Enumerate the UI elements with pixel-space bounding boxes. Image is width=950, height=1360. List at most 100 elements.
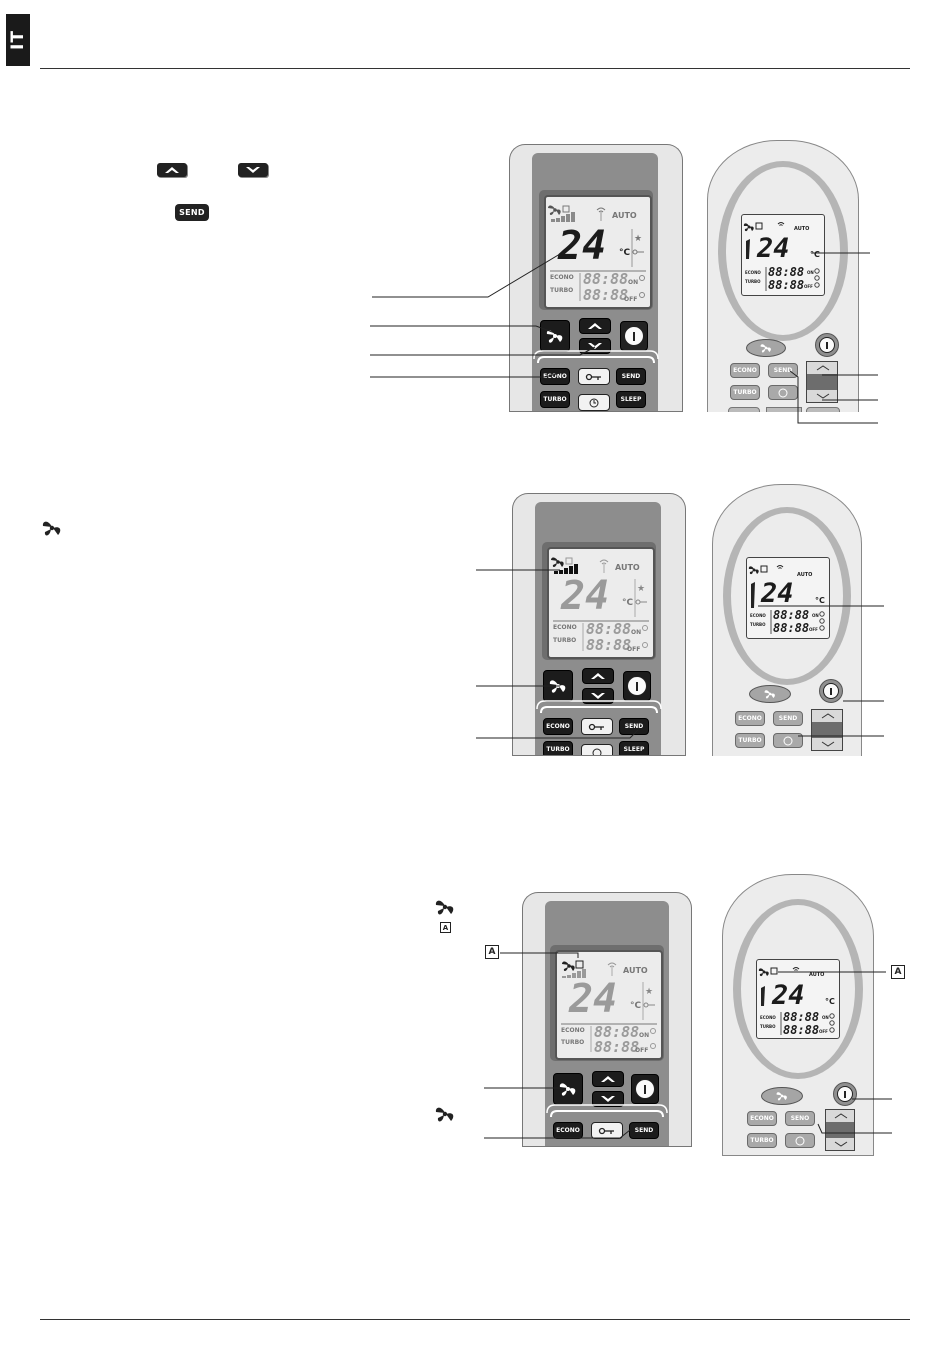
temp-up-button[interactable] xyxy=(592,1071,624,1087)
send-button[interactable]: SEND xyxy=(629,1122,659,1139)
remote-b-1: AUTO 24 °C ECONO TURBO 88:88 88:88 ON OF… xyxy=(707,140,859,412)
temp-up-button[interactable] xyxy=(582,668,614,684)
lcd-display: AUTO 24 °C ECONO TURBO 88:88 88:88 ON OF… xyxy=(756,959,840,1039)
arrow-up-icon xyxy=(816,365,830,371)
econo-button[interactable]: ECONO xyxy=(735,711,765,726)
temp-updown-rocker[interactable] xyxy=(806,361,838,403)
temp-down-button[interactable] xyxy=(582,688,614,704)
timer-clock-icon xyxy=(783,736,793,745)
timer-clock-icon xyxy=(592,748,602,756)
send-button[interactable]: SEND xyxy=(773,711,803,726)
fan-button[interactable] xyxy=(761,1087,803,1105)
timer-button[interactable] xyxy=(581,744,613,756)
sleep-button[interactable]: SLEEP xyxy=(619,741,649,756)
key-lock-icon xyxy=(598,1127,614,1134)
timer-button[interactable] xyxy=(768,385,798,400)
inline-down-key-icon xyxy=(238,163,268,177)
fan-button[interactable] xyxy=(553,1073,583,1105)
fan-icon xyxy=(559,1083,576,1096)
arrow-up-icon xyxy=(834,1113,848,1119)
key-lock-icon xyxy=(588,723,604,730)
fan-button[interactable] xyxy=(746,339,786,357)
fan-icon xyxy=(776,1092,787,1101)
timer-button[interactable] xyxy=(785,1133,815,1148)
turbo-button[interactable]: TURBO xyxy=(730,385,760,400)
header-rule xyxy=(40,68,910,69)
econo-button[interactable]: ECONO xyxy=(747,1111,777,1126)
power-button[interactable] xyxy=(631,1074,659,1104)
lock-button[interactable] xyxy=(578,368,610,385)
auto-fan-icon: A xyxy=(891,965,905,979)
turbo-button[interactable]: TURBO xyxy=(543,741,573,756)
econo-button[interactable]: ECONO xyxy=(543,718,573,735)
power-icon xyxy=(837,1086,853,1102)
language-code: IT xyxy=(7,30,28,50)
turbo-button[interactable]: TURBO xyxy=(735,733,765,748)
power-button[interactable] xyxy=(623,671,651,701)
temp-down-button[interactable] xyxy=(592,1091,624,1107)
power-icon xyxy=(635,1079,655,1099)
lcd-display: ★ AUTO 24 °C ECONO TURBO 88:88 88:88 ON … xyxy=(555,950,663,1060)
arrow-up-icon xyxy=(821,713,835,719)
arrow-down-icon xyxy=(834,1141,848,1147)
lcd-display: AUTO 24 °C ECONO TURBO 88:88 88:88 ON OF… xyxy=(741,214,825,296)
econo-button[interactable]: ECONO xyxy=(553,1122,583,1139)
econo-button[interactable]: ECONO xyxy=(540,368,570,385)
remote-b-2: AUTO 24 °C ECONO TURBO 88:88 88:88 ON OF… xyxy=(712,484,862,756)
power-icon xyxy=(627,676,647,696)
inline-up-key-icon xyxy=(157,163,187,177)
power-icon xyxy=(823,683,839,699)
arrow-up-icon xyxy=(601,1076,615,1082)
inline-send-key-icon: SEND xyxy=(175,204,209,221)
key-lock-icon xyxy=(585,373,601,380)
arrow-down-icon xyxy=(588,343,602,349)
lock-button[interactable] xyxy=(581,718,613,735)
lcd-display: AUTO 24 °C ECONO TURBO 88:88 88:88 ON OF… xyxy=(746,557,830,639)
send-button[interactable]: SENO xyxy=(785,1111,815,1126)
lcd-display: ★ AUTO 24 °C ECONO TURBO 88:88 88:88 ON … xyxy=(544,195,652,309)
timer-button[interactable] xyxy=(578,394,610,411)
temp-up-button[interactable] xyxy=(579,318,611,334)
fan-icon xyxy=(435,1107,454,1122)
lcd-temperature: 24 xyxy=(558,223,607,269)
arrow-down-icon xyxy=(816,393,830,399)
auto-fan-icon: A xyxy=(440,922,451,933)
arrow-down-icon xyxy=(591,693,605,699)
svg-text:★: ★ xyxy=(645,987,653,997)
footer-rule xyxy=(40,1319,910,1320)
remote-a-1: ★ AUTO 24 °C ECONO TURBO 88:88 88:88 ON … xyxy=(509,144,683,412)
power-icon xyxy=(819,337,835,353)
turbo-button[interactable]: TURBO xyxy=(747,1133,777,1148)
fan-icon xyxy=(764,690,775,699)
power-button[interactable] xyxy=(620,321,648,351)
svg-text:★: ★ xyxy=(634,234,642,244)
timer-clock-icon xyxy=(589,398,599,407)
temp-updown-rocker[interactable] xyxy=(825,1109,855,1151)
auto-fan-icon: A xyxy=(485,945,499,959)
remote-a-3: ★ AUTO 24 °C ECONO TURBO 88:88 88:88 ON … xyxy=(522,892,692,1147)
econo-button[interactable]: ECONO xyxy=(730,363,760,378)
remote-a-2: ★ AUTO 24 °C ECONO TURBO 88:88 88:88 ON … xyxy=(512,493,686,756)
arrow-up-icon xyxy=(588,323,602,329)
turbo-button[interactable]: TURBO xyxy=(540,391,570,408)
arrow-down-icon xyxy=(601,1096,615,1102)
timer-button[interactable] xyxy=(773,733,803,748)
power-button[interactable] xyxy=(833,1082,857,1106)
fan-button[interactable] xyxy=(749,685,791,703)
power-button[interactable] xyxy=(819,679,843,703)
remote-b-3: AUTO 24 °C ECONO TURBO 88:88 88:88 ON OF… xyxy=(722,874,874,1156)
temp-updown-rocker[interactable] xyxy=(811,709,843,751)
sleep-button[interactable]: SLEEP xyxy=(616,391,646,408)
language-tab: IT xyxy=(6,14,30,66)
fan-icon xyxy=(760,344,771,353)
send-button[interactable]: SEND xyxy=(616,368,646,385)
arrow-down-icon xyxy=(821,741,835,747)
svg-text:★: ★ xyxy=(637,584,645,594)
power-button[interactable] xyxy=(815,333,839,357)
lcd-display: ★ AUTO 24 °C ECONO TURBO 88:88 88:88 ON … xyxy=(547,547,655,659)
send-button[interactable]: SEND xyxy=(768,363,798,378)
send-button[interactable]: SEND xyxy=(619,718,649,735)
lock-button[interactable] xyxy=(591,1122,623,1139)
timer-clock-icon xyxy=(778,388,788,397)
power-icon xyxy=(624,326,644,346)
